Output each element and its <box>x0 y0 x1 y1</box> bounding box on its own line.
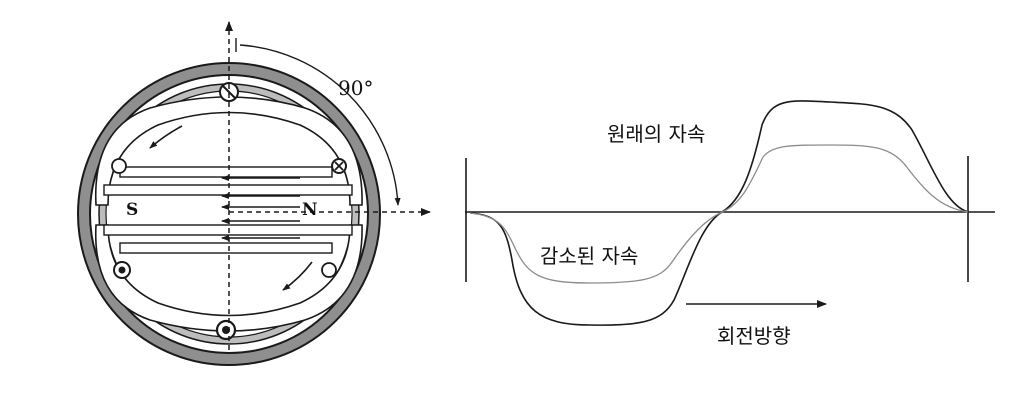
conductor-top-icon <box>219 82 239 102</box>
flux-arrows <box>221 175 300 241</box>
pole-south-label: S <box>126 200 139 220</box>
angle-arc <box>239 44 401 206</box>
conductor-left-dot-icon <box>113 261 131 279</box>
conductor-right-open-icon <box>321 262 337 278</box>
conductor-bottom-dot-icon <box>215 319 237 341</box>
rotor-bar-1 <box>119 166 333 178</box>
rotor-bar-4 <box>119 242 333 254</box>
rotor-bars <box>103 166 353 254</box>
motor-cross-section <box>77 21 431 366</box>
lower-coil-outline <box>94 224 363 332</box>
reduced-flux-curve <box>469 144 969 284</box>
waveform-diagram <box>465 100 995 326</box>
rotor-bar-3 <box>103 224 353 236</box>
upper-coil-outline <box>94 96 363 206</box>
angle-label: 90° <box>338 76 374 100</box>
original-flux-label: 원래의 자속 <box>607 122 706 146</box>
pole-north-label: N <box>302 200 318 220</box>
rotation-arrow-upper-icon <box>149 125 183 149</box>
rotation-arrow-lower-icon <box>282 261 313 291</box>
rotor-bar-2 <box>103 184 353 196</box>
reduced-flux-label: 감소된 자속 <box>540 244 639 268</box>
conductor-right-cross-icon <box>331 158 347 174</box>
rotation-direction-label: 회전방향 <box>717 324 791 348</box>
conductor-left-open-icon <box>111 158 127 174</box>
